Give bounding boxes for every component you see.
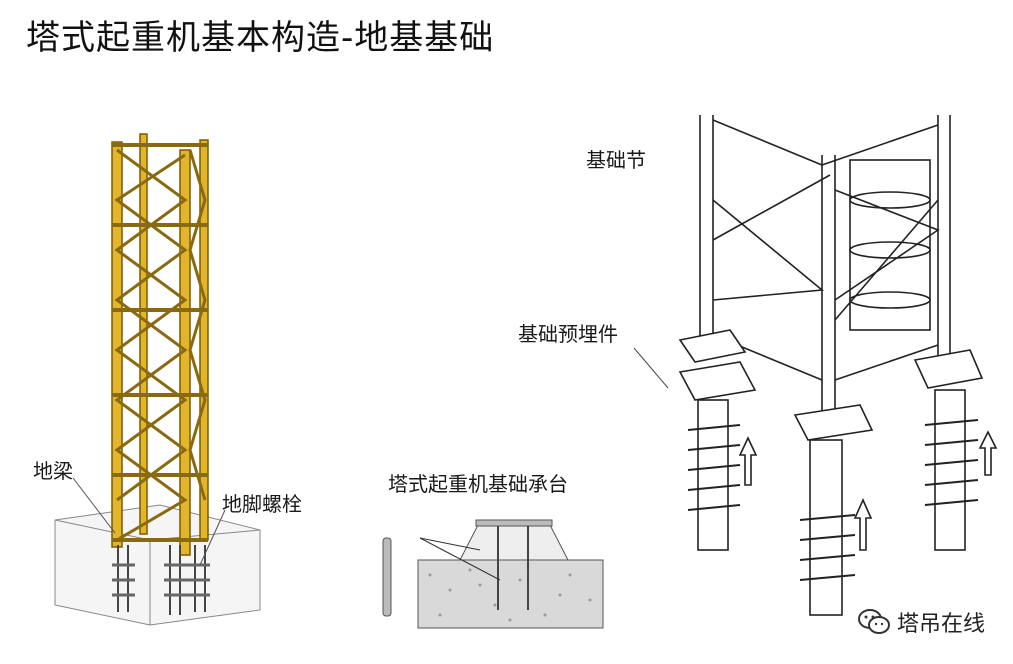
base-section-illustration — [633, 115, 998, 616]
foundation-platform-illustration — [382, 519, 604, 629]
label-foundation-platform: 塔式起重机基础承台 — [388, 472, 568, 496]
anchor-bolt-leader — [199, 509, 226, 566]
label-anchor-bolt: 地脚螺栓 — [222, 492, 302, 516]
label-base-section: 基础节 — [586, 148, 646, 172]
page-title: 塔式起重机基本构造-地基基础 — [26, 18, 495, 58]
label-embedded-part: 基础预埋件 — [518, 322, 618, 346]
watermark: 塔吊在线 — [857, 606, 985, 638]
wechat-icon — [857, 609, 890, 634]
label-ground-beam: 地梁 — [33, 459, 73, 483]
watermark-text: 塔吊在线 — [896, 612, 985, 637]
bolt-crossbars — [112, 563, 210, 597]
mast-horizontals — [112, 143, 208, 542]
concrete-foundation-block — [54, 504, 261, 626]
ground-beam-leader — [72, 477, 116, 534]
mast-bracing — [114, 148, 207, 542]
